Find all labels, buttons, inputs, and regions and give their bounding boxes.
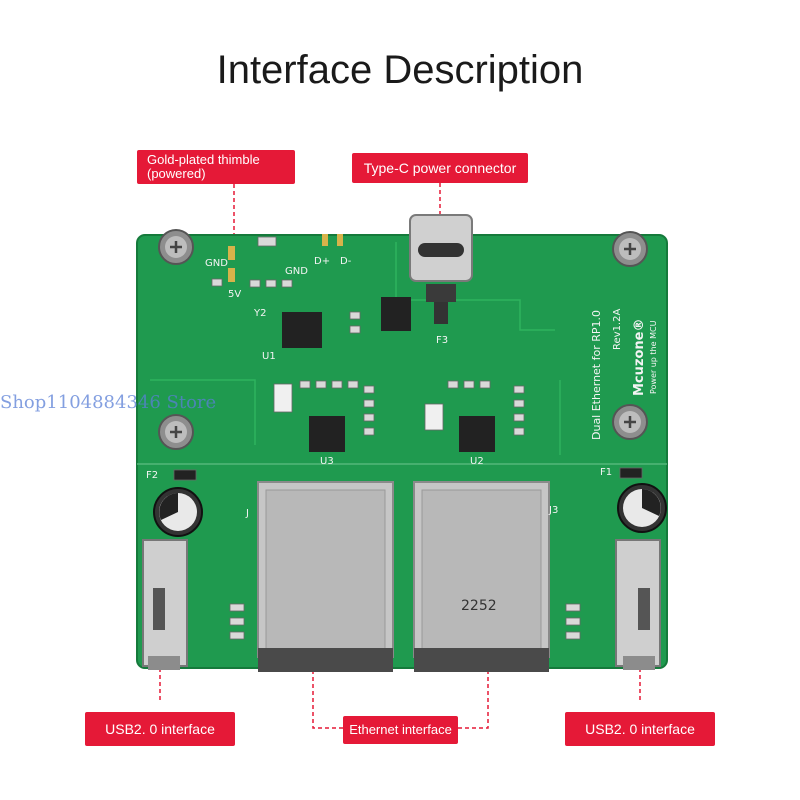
silk-dminus: D- [340, 256, 352, 267]
silk-j: J [246, 508, 249, 519]
callout-gold-thimble-line2: (powered) [147, 166, 206, 181]
usb-ports [142, 539, 661, 670]
gold-thimble-pins [228, 234, 343, 282]
callout-typec: Type-C power connector [352, 153, 528, 183]
callout-gold-thimble-line1: Gold-plated thimble [147, 152, 260, 167]
callout-gold-thimble: Gold-plated thimble (powered) [137, 150, 295, 184]
store-watermark: Shop1104884346 Store [0, 392, 217, 413]
silk-y2: Y2 [254, 308, 267, 319]
mounting-screws [158, 229, 648, 450]
silk-f3: F3 [436, 335, 449, 346]
ethernet-jacks [257, 481, 550, 672]
jack-code: 2252 [461, 598, 497, 614]
callout-ethernet: Ethernet interface [343, 716, 458, 744]
silk-j3: J3 [549, 505, 559, 516]
passive-components [173, 236, 643, 640]
callout-usb-right: USB2. 0 interface [565, 712, 715, 746]
silk-gnd-1: GND [205, 258, 228, 269]
capacitors [153, 483, 667, 537]
brand-logo: Mcuzone® [632, 318, 647, 396]
revision: Rev1.2A [612, 308, 623, 350]
leader-lines [159, 183, 641, 729]
product-name: Dual Ethernet for RP1.0 [590, 309, 603, 440]
callout-usb-left: USB2. 0 interface [85, 712, 235, 746]
silk-f2: F2 [146, 470, 159, 481]
silk-u3: U3 [320, 456, 334, 467]
silk-u2: U2 [470, 456, 484, 467]
silk-u1: U1 [262, 351, 276, 362]
brand-slogan: Power up the MCU [649, 320, 658, 394]
silk-dplus: D+ [314, 256, 331, 267]
silk-5v: 5V [228, 289, 242, 300]
ic-chips [282, 297, 495, 452]
silk-f1: F1 [600, 467, 613, 478]
typec-connector [409, 214, 473, 302]
page-title: Interface Description [216, 48, 584, 92]
silk-gnd-2: GND [285, 266, 308, 277]
